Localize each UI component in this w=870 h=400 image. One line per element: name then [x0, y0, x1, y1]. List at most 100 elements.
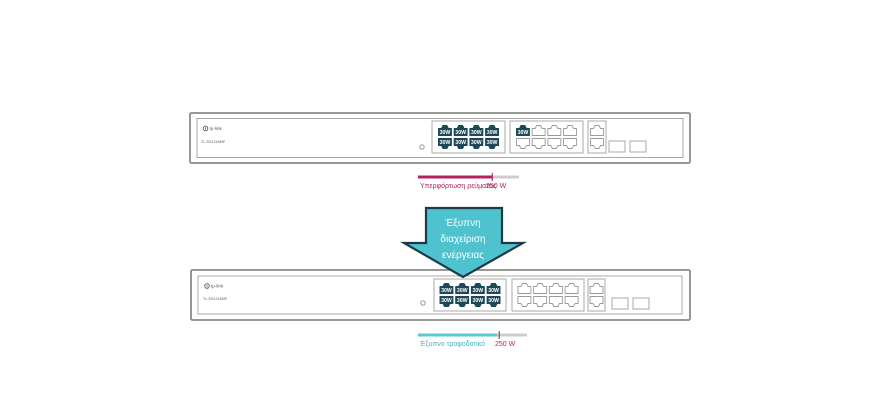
port-power-label: 30W: [473, 288, 484, 294]
ethernet-port-icon: [589, 283, 604, 294]
ethernet-port-icon: [470, 283, 485, 294]
poe-port-active: 30W: [516, 125, 530, 136]
arrow-caption-line-2: διαχείριση: [440, 233, 485, 245]
port-power-label: 30W: [455, 140, 466, 146]
port-power-label: 30W: [455, 130, 466, 136]
port-power-label: 30W: [488, 298, 499, 304]
port-power-label: 30W: [487, 140, 498, 146]
ethernet-port: [589, 283, 604, 294]
ethernet-port-icon: [547, 138, 562, 149]
reset-button-icon: [420, 300, 426, 306]
ethernet-port: [547, 125, 562, 136]
ethernet-port: [548, 296, 563, 307]
poe-port-active: 30W: [486, 296, 501, 307]
ethernet-port: [589, 296, 604, 307]
port-power-label: 30W: [441, 298, 452, 304]
port-power-label: 30W: [471, 140, 482, 146]
port-group-3: [587, 120, 607, 154]
brand-logo: tp-link: [202, 125, 223, 132]
power-bar-label: Υπερφόρτωση ρεύματος: [420, 182, 497, 190]
ethernet-port-icon: [486, 296, 501, 307]
power-bar-fill: [418, 175, 493, 179]
ethernet-port: [563, 125, 577, 136]
port-power-label: 30W: [440, 140, 451, 146]
ethernet-port: [531, 138, 546, 149]
ethernet-port-icon: [548, 296, 563, 307]
ethernet-port: [563, 138, 577, 149]
poe-port-active: 30W: [485, 125, 499, 136]
poe-port-active: 30W: [438, 138, 452, 149]
ethernet-port-icon: [439, 283, 454, 294]
poe-port-active: 30W: [486, 283, 501, 294]
power-budget-value: 250 W: [495, 341, 516, 348]
ethernet-port-icon: [517, 283, 532, 294]
poe-port-active: 30W: [439, 283, 454, 294]
ethernet-port-icon: [485, 125, 499, 136]
ethernet-port-icon: [485, 138, 499, 149]
ethernet-port-icon: [590, 138, 604, 149]
ethernet-port-icon: [438, 125, 452, 136]
switch-front-panel: [196, 118, 684, 158]
brand-logo: tp-link: [204, 283, 224, 289]
ethernet-port-icon: [563, 138, 577, 149]
arrow-caption-line-3: ενέργειας: [442, 249, 484, 261]
ethernet-port: [517, 296, 532, 307]
ethernet-port: [516, 138, 530, 149]
ethernet-port-icon: [439, 296, 454, 307]
smart-power-arrow: Έξυπνη διαχείριση ενέργειας: [399, 206, 528, 279]
sfp-slot-icon: [611, 297, 629, 310]
poe-port-active: 30W: [455, 296, 470, 307]
ethernet-port-icon: [469, 125, 484, 136]
ethernet-port: [547, 138, 562, 149]
port-power-label: 30W: [473, 298, 484, 304]
ethernet-port-icon: [533, 283, 548, 294]
ethernet-port: [533, 296, 548, 307]
port-power-label: 30W: [471, 130, 482, 136]
port-group-2: 30W: [509, 120, 584, 154]
ethernet-port-icon: [455, 296, 470, 307]
ethernet-port-icon: [469, 138, 484, 149]
sfp-slot-icon: [608, 140, 626, 153]
ethernet-port: [531, 125, 546, 136]
poe-port-active: 30W: [438, 125, 452, 136]
ethernet-port-icon: [486, 283, 501, 294]
poe-port-active: 30W: [469, 138, 484, 149]
power-bar-fill: [418, 333, 498, 337]
ethernet-port: [590, 138, 604, 149]
port-group-2: [511, 278, 585, 312]
ethernet-port: [517, 283, 532, 294]
poe-port-active: 30W: [455, 283, 470, 294]
brand-name: tp-link: [210, 126, 223, 131]
power-budget-value: 250 W: [486, 183, 507, 190]
brand-name: tp-link: [211, 284, 224, 289]
model-name: TL-SG1218MP: [201, 140, 226, 144]
ethernet-port-icon: [516, 138, 530, 149]
sfp-slot-icon: [632, 297, 650, 310]
ethernet-port-icon: [531, 138, 546, 149]
power-bar: Έξυπνο τροφοδοτικό 250 W: [418, 331, 527, 348]
ethernet-port-icon: [438, 138, 452, 149]
ethernet-port-icon: [453, 138, 468, 149]
ethernet-port-icon: [548, 283, 563, 294]
ethernet-port-icon: [517, 296, 532, 307]
ethernet-port-icon: [453, 125, 468, 136]
poe-port-active: 30W: [439, 296, 454, 307]
ethernet-port: [548, 283, 563, 294]
ethernet-port-icon: [590, 125, 604, 136]
poe-port-active: 30W: [470, 283, 485, 294]
port-power-label: 30W: [457, 298, 468, 304]
ethernet-port-icon: [563, 125, 577, 136]
ethernet-port-icon: [564, 283, 579, 294]
ethernet-port-icon: [531, 125, 546, 136]
poe-port-active: 30W: [469, 125, 484, 136]
poe-port-active: 30W: [453, 125, 468, 136]
sfp-slot-icon: [629, 140, 647, 153]
port-power-label: 30W: [488, 288, 499, 294]
power-bar-label: Έξυπνο τροφοδοτικό: [419, 340, 485, 348]
